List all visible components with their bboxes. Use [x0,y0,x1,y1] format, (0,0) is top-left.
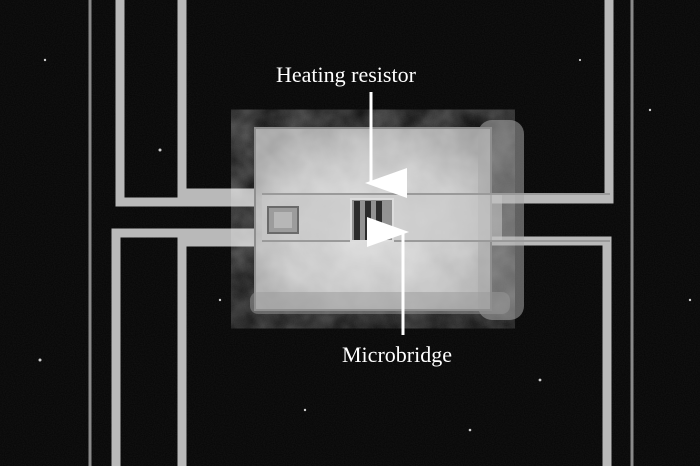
dust-speckles [38,58,692,432]
heating-resistor [350,198,394,242]
microbridge-label: Microbridge [342,342,452,367]
die-edge-lines [88,0,634,466]
heating-resistor-label: Heating resistor [276,62,416,87]
